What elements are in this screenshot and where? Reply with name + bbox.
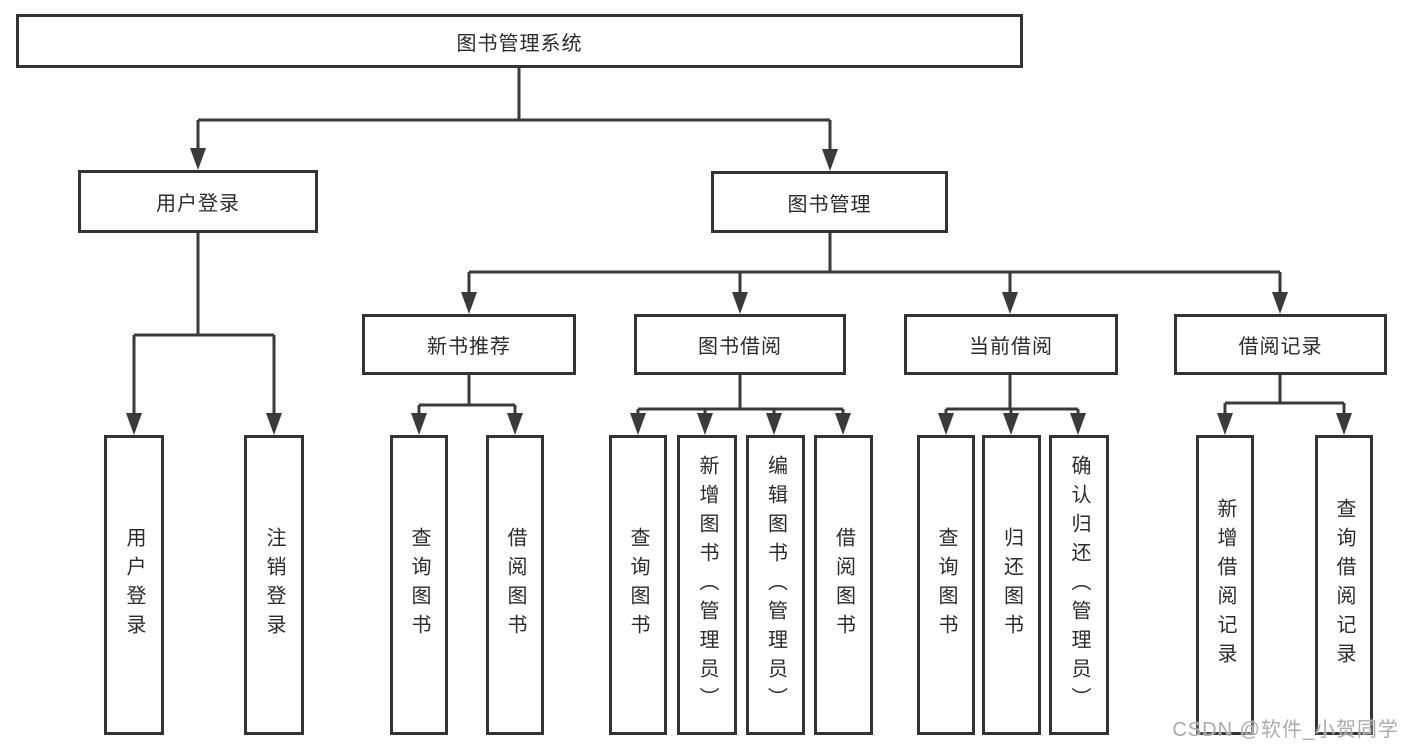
leaf-newbooks-query-books-label: 查询图书 — [408, 527, 430, 643]
leaf-borrowing-edit-books-admin-label: 编辑图书（管理员） — [764, 454, 787, 716]
leaf-newbooks-borrow-books-label: 借阅图书 — [504, 527, 526, 643]
leaf-newbooks-borrow-books: 借阅图书 — [486, 435, 544, 735]
connector-newbooks-to-leaves — [417, 375, 517, 413]
leaf-borrowing-borrow-books-label: 借阅图书 — [832, 527, 855, 643]
leaf-borrowing-add-books-admin: 新增图书（管理员） — [677, 435, 737, 735]
leaf-current-query-books-label: 查询图书 — [935, 527, 957, 643]
connector-bookmgmt-to-level3 — [467, 233, 1282, 292]
leaf-records-query-borrow-record-label: 查询借阅记录 — [1333, 498, 1355, 672]
arrowheads — [126, 148, 1352, 435]
leaf-borrowing-add-books-admin-label: 新增图书（管理员） — [696, 454, 718, 716]
leaf-borrowing-edit-books-admin: 编辑图书（管理员） — [746, 435, 805, 735]
connector-borrowrecords-to-leaves — [1223, 375, 1346, 413]
node-library-system: 图书管理系统 — [16, 14, 1023, 68]
leaf-borrowing-query-books-label: 查询图书 — [627, 527, 649, 643]
leaf-records-add-borrow-record-label: 新增借阅记录 — [1214, 498, 1236, 672]
leaf-current-return-books-label: 归还图书 — [1000, 527, 1023, 643]
leaf-borrowing-borrow-books: 借阅图书 — [814, 435, 873, 735]
leaf-user-login-label: 用户登录 — [123, 527, 145, 643]
leaf-borrowing-query-books: 查询图书 — [609, 435, 667, 735]
node-current-borrowing: 当前借阅 — [904, 314, 1118, 375]
leaf-logout: 注销登录 — [244, 435, 304, 735]
connector-bookborrow-to-leaves — [636, 375, 845, 413]
csdn-watermark: CSDN @软件_小贺同学 — [1172, 719, 1399, 741]
connector-userlogin-to-leaves — [132, 233, 276, 413]
node-borrow-records: 借阅记录 — [1174, 314, 1387, 375]
leaf-current-query-books: 查询图书 — [917, 435, 975, 735]
node-book-borrowing: 图书借阅 — [634, 314, 846, 375]
leaf-logout-label: 注销登录 — [263, 527, 285, 643]
leaf-current-confirm-return-admin: 确认归还（管理员） — [1049, 435, 1109, 735]
node-new-book-recommend: 新书推荐 — [362, 314, 576, 375]
connector-root-to-level2 — [196, 68, 832, 149]
leaf-user-login: 用户登录 — [104, 435, 164, 735]
node-book-management: 图书管理 — [711, 171, 948, 233]
leaf-current-return-books: 归还图书 — [982, 435, 1041, 735]
leaf-records-add-borrow-record: 新增借阅记录 — [1196, 435, 1254, 735]
node-user-login: 用户登录 — [78, 170, 318, 233]
leaf-newbooks-query-books: 查询图书 — [390, 435, 448, 735]
leaf-current-confirm-return-admin-label: 确认归还（管理员） — [1068, 454, 1090, 716]
connector-currentborrow-to-leaves — [944, 375, 1080, 413]
leaf-records-query-borrow-record: 查询借阅记录 — [1315, 435, 1373, 735]
